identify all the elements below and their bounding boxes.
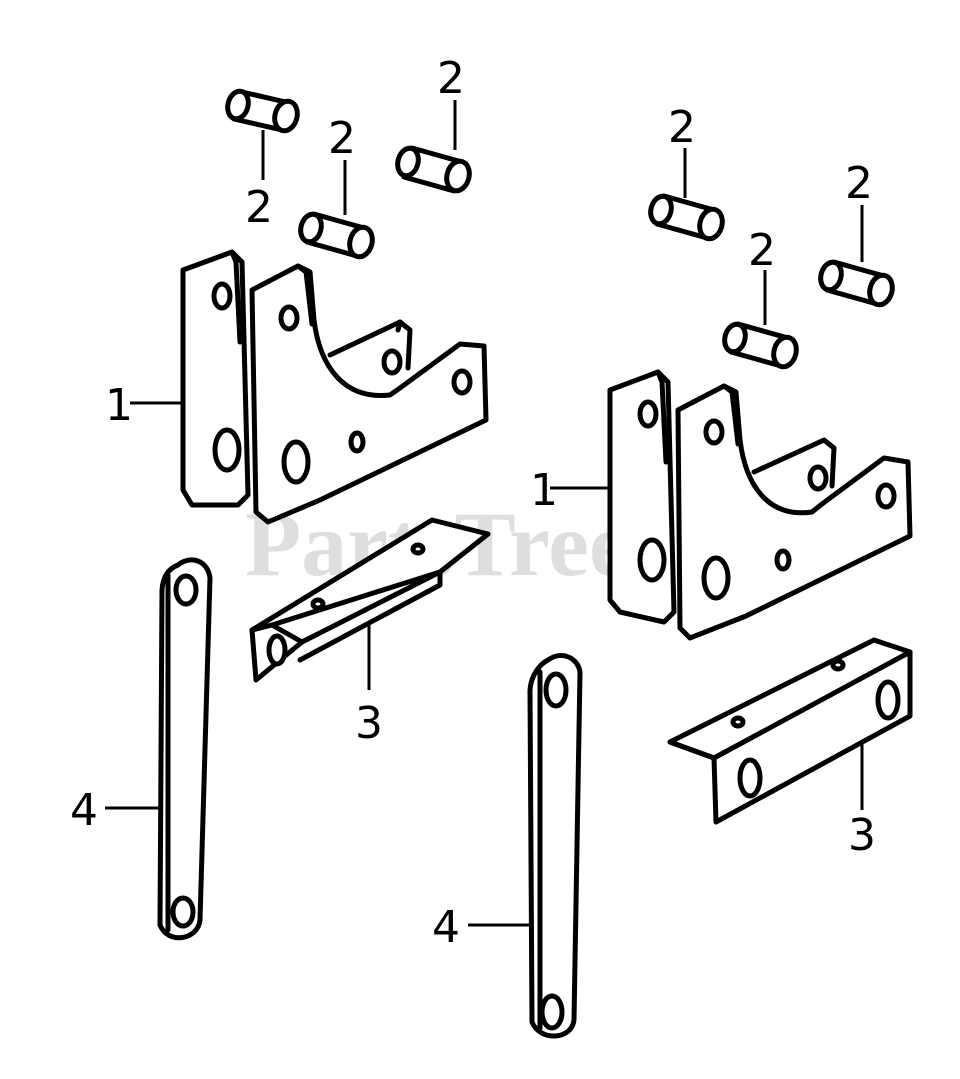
bushing-left-c bbox=[298, 211, 375, 260]
angle-bracket-right bbox=[667, 637, 913, 825]
callout-link-right: 4 bbox=[432, 902, 460, 953]
angle-bracket-left bbox=[249, 517, 491, 683]
callout-bracket-right: 1 bbox=[530, 465, 558, 516]
link-bar-left bbox=[157, 557, 213, 941]
callout-bushing-6: 2 bbox=[748, 225, 776, 276]
link-bar-right bbox=[527, 653, 583, 1039]
callout-link-left: 4 bbox=[70, 785, 98, 836]
bushing-left-b bbox=[395, 145, 472, 194]
callout-angle-right: 3 bbox=[848, 810, 876, 861]
bracket-right bbox=[607, 369, 913, 641]
bushing-left-a bbox=[225, 88, 300, 134]
callout-labels: 2 2 2 1 3 4 2 2 2 1 3 4 bbox=[70, 53, 876, 953]
callout-bushing-2: 2 bbox=[328, 113, 356, 164]
callout-angle-left: 3 bbox=[355, 698, 383, 749]
callout-bushing-1: 2 bbox=[437, 53, 465, 104]
callout-bushing-4: 2 bbox=[668, 102, 696, 153]
callout-bushing-3: 2 bbox=[245, 182, 273, 233]
callout-bracket-left: 1 bbox=[105, 380, 133, 431]
callout-bushing-5: 2 bbox=[845, 158, 873, 209]
leader-lines bbox=[105, 100, 864, 927]
bushing-right-b bbox=[818, 259, 895, 308]
bracket-left bbox=[180, 249, 489, 525]
bushing-right-c bbox=[722, 321, 799, 370]
bushing-right-a bbox=[648, 193, 725, 242]
